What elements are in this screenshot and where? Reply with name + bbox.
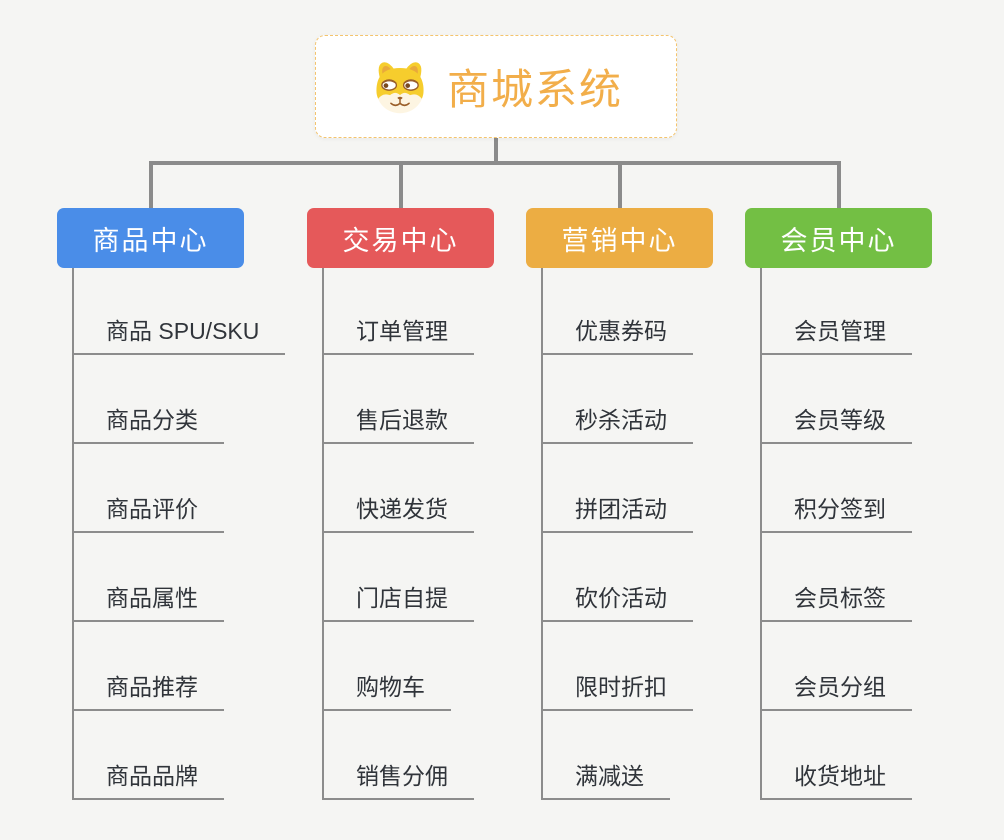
branch-label: 营销中心 [561,225,678,256]
leaf-node[interactable]: 会员分组 [760,667,912,711]
leaf-label: 订单管理 [356,318,448,344]
leaf-node[interactable]: 收货地址 [760,756,912,800]
leaf-label: 会员分组 [794,674,886,700]
connector-branch-drop [148,161,153,208]
leaf-node[interactable]: 优惠券码 [541,311,693,355]
leaf-label: 商品品牌 [106,763,198,789]
branch-node-3[interactable]: 会员中心 [745,208,932,268]
leaf-node[interactable]: 订单管理 [322,311,474,355]
leaf-node[interactable]: 会员等级 [760,400,912,444]
leaf-label: 购物车 [356,674,425,700]
leaf-node[interactable]: 门店自提 [322,578,474,622]
leaf-label: 会员等级 [794,407,886,433]
leaf-label: 商品 SPU/SKU [106,318,260,344]
connector-root-drop [494,138,498,165]
leaf-node[interactable]: 满减送 [541,756,670,800]
connector-branch-line [72,268,74,800]
leaf-node[interactable]: 拼团活动 [541,489,693,533]
leaf-node[interactable]: 商品品牌 [72,756,224,800]
leaf-node[interactable]: 商品评价 [72,489,224,533]
leaf-label: 商品分类 [106,407,198,433]
leaf-node[interactable]: 砍价活动 [541,578,693,622]
root-title: 商城系统 [446,66,623,113]
leaf-node[interactable]: 快递发货 [322,489,474,533]
root-node[interactable]: 商城系统 [315,35,677,138]
connector-branch-line [760,268,762,800]
leaf-label: 售后退款 [356,407,448,433]
branch-node-1[interactable]: 交易中心 [307,208,494,268]
leaf-node[interactable]: 会员标签 [760,578,912,622]
leaf-label: 优惠券码 [575,318,667,344]
leaf-label: 秒杀活动 [575,407,667,433]
connector-bus-line [148,161,841,165]
branch-label: 交易中心 [342,225,459,256]
connector-branch-drop [617,161,622,208]
leaf-node[interactable]: 商品属性 [72,578,224,622]
leaf-label: 销售分佣 [356,763,448,789]
branch-node-2[interactable]: 营销中心 [526,208,713,268]
dog-face-icon [369,58,431,116]
connector-branch-drop [836,161,841,208]
leaf-label: 拼团活动 [575,496,667,522]
connector-branch-line [322,268,324,800]
connector-branch-drop [398,161,403,208]
leaf-label: 收货地址 [794,763,886,789]
leaf-node[interactable]: 商品分类 [72,400,224,444]
leaf-label: 满减送 [575,763,644,789]
leaf-node[interactable]: 限时折扣 [541,667,693,711]
leaf-node[interactable]: 商品 SPU/SKU [72,311,286,355]
branch-node-0[interactable]: 商品中心 [57,208,244,268]
leaf-label: 积分签到 [794,496,886,522]
branch-label: 商品中心 [92,225,209,256]
leaf-label: 商品推荐 [106,674,198,700]
leaf-node[interactable]: 积分签到 [760,489,912,533]
leaf-node[interactable]: 销售分佣 [322,756,474,800]
leaf-node[interactable]: 购物车 [322,667,451,711]
leaf-node[interactable]: 售后退款 [322,400,474,444]
branch-label: 会员中心 [780,225,897,256]
leaf-label: 砍价活动 [575,585,667,611]
leaf-node[interactable]: 会员管理 [760,311,912,355]
leaf-label: 快递发货 [356,496,448,522]
leaf-label: 商品属性 [106,585,198,611]
leaf-label: 会员管理 [794,318,886,344]
leaf-label: 会员标签 [794,585,886,611]
leaf-label: 商品评价 [106,496,198,522]
leaf-label: 门店自提 [356,585,448,611]
leaf-label: 限时折扣 [575,674,667,700]
connector-branch-line [541,268,543,800]
leaf-node[interactable]: 商品推荐 [72,667,224,711]
leaf-node[interactable]: 秒杀活动 [541,400,693,444]
